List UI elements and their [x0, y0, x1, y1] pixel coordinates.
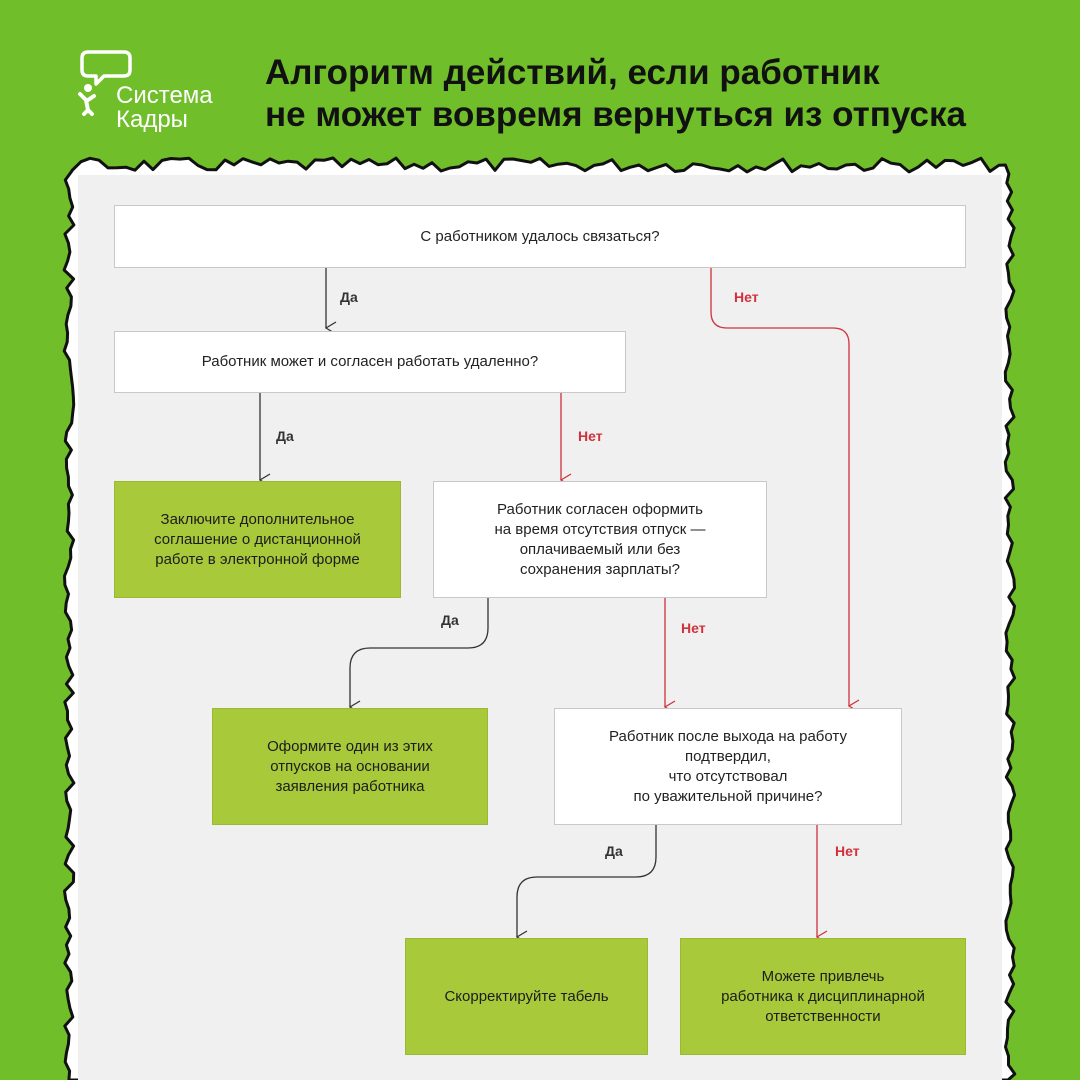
- answer-leave-application-text: Оформите один из этих отпусков на основа…: [267, 737, 433, 795]
- page-title-line2: не может вовремя вернуться из отпуска: [265, 95, 966, 134]
- label-q2-yes: Да: [276, 428, 294, 444]
- page-title: Алгоритм действий, если работник не може…: [265, 52, 1065, 136]
- label-q3-yes: Да: [441, 612, 459, 628]
- brand-name-line1: Система: [116, 82, 213, 109]
- connector-q3-yes: [350, 598, 489, 707]
- label-q2-no: Нет: [578, 428, 603, 444]
- question-remote-work: Работник может и согласен работать удале…: [114, 331, 626, 393]
- answer-disciplinary-text: Можете привлечь работника к дисциплинарн…: [721, 967, 925, 1025]
- answer-disciplinary: Можете привлечь работника к дисциплинарн…: [680, 938, 966, 1055]
- question-leave-text: Работник согласен оформить на время отсу…: [494, 500, 706, 578]
- connector-q4-yes: [517, 825, 657, 937]
- question-contact: С работником удалось связаться?: [114, 205, 966, 268]
- brand-name: Система Кадры: [116, 84, 213, 132]
- question-remote-work-text: Работник может и согласен работать удале…: [201, 353, 539, 370]
- speech-bubble-person-icon: [78, 50, 132, 116]
- page-title-line1: Алгоритм действий, если работник: [265, 53, 880, 92]
- label-q1-yes: Да: [340, 289, 358, 305]
- answer-leave-application: Оформите один из этих отпусков на основа…: [212, 708, 488, 825]
- label-q4-yes: Да: [605, 843, 623, 859]
- connector-q1-no: [710, 268, 849, 706]
- brand-name-line2: Кадры: [116, 106, 188, 133]
- question-valid-reason-text: Работник после выхода на работу подтверд…: [609, 727, 847, 805]
- label-q1-no: Нет: [734, 289, 759, 305]
- label-q3-no: Нет: [681, 620, 706, 636]
- answer-correct-timesheet: Скорректируйте табель: [405, 938, 648, 1055]
- paper-surface: [78, 175, 1002, 1080]
- label-q4-no: Нет: [835, 843, 860, 859]
- question-leave: Работник согласен оформить на время отсу…: [433, 481, 767, 598]
- question-valid-reason: Работник после выхода на работу подтверд…: [554, 708, 902, 825]
- question-contact-text: С работником удалось связаться?: [420, 227, 660, 245]
- answer-remote-agreement-text: Заключите дополнительное соглашение о ди…: [154, 510, 361, 568]
- answer-remote-agreement: Заключите дополнительное соглашение о ди…: [114, 481, 401, 598]
- answer-correct-timesheet-text: Скорректируйте табель: [444, 987, 609, 1005]
